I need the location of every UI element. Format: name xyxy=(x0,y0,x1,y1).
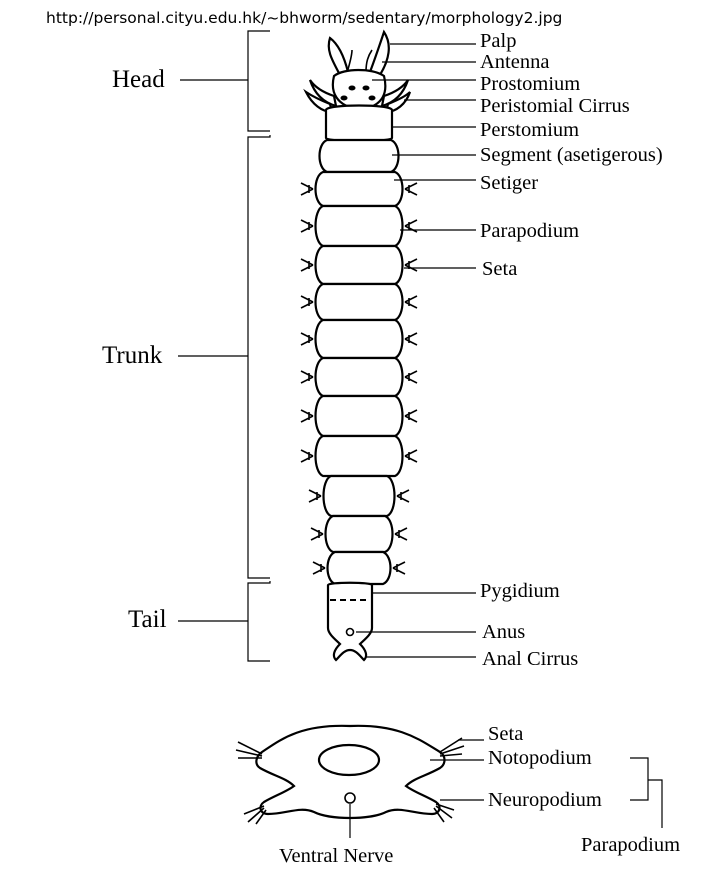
label-prostomium: Prostomium xyxy=(480,73,580,95)
trunk-segment xyxy=(318,138,400,174)
eye xyxy=(340,95,348,101)
trunk-segment xyxy=(314,394,404,438)
label-notopodium: Notopodium xyxy=(488,747,592,769)
setae-tuft-lower-right xyxy=(433,803,455,823)
label-setiger: Setiger xyxy=(480,172,538,194)
parapodium-setae xyxy=(300,449,314,463)
source-url-caption: http://personal.cityu.edu.hk/~bhworm/sed… xyxy=(46,9,562,27)
region-label-head: Head xyxy=(112,66,165,93)
label-peristomial-cirrus: Peristomial Cirrus xyxy=(480,95,630,117)
label-cs-seta: Seta xyxy=(488,723,523,745)
label-cs-parapodium: Parapodium xyxy=(581,834,680,856)
region-label-trunk: Trunk xyxy=(102,342,163,369)
parapodium-setae xyxy=(392,561,406,575)
worm-leader-lines xyxy=(356,43,476,658)
setae-tuft-upper-right xyxy=(439,737,465,757)
parapodium-setae xyxy=(300,409,314,423)
eye xyxy=(348,85,356,91)
region-label-tail: Tail xyxy=(128,606,167,633)
ventral-nerve-circle xyxy=(344,792,356,804)
trunk-segment xyxy=(314,244,404,286)
parapodium-setae xyxy=(300,258,314,272)
parapodium-setae xyxy=(396,489,410,503)
region-brackets xyxy=(178,30,271,662)
label-seta: Seta xyxy=(482,258,517,280)
label-perstomium: Perstomium xyxy=(480,119,579,141)
palp-left xyxy=(327,36,350,77)
parapodium-setae xyxy=(300,370,314,384)
worm-head xyxy=(303,29,412,143)
eye xyxy=(368,95,376,101)
parapodium-setae xyxy=(404,295,418,309)
parapodium-setae xyxy=(310,527,324,541)
label-palp: Palp xyxy=(480,30,516,52)
parapodium-setae xyxy=(300,332,314,346)
parapodium-setae xyxy=(394,527,408,541)
label-ventral-nerve: Ventral Nerve xyxy=(279,845,393,867)
eye xyxy=(362,85,370,91)
parapodium-setae xyxy=(404,182,418,196)
parapodium-setae xyxy=(312,561,326,575)
label-pygidium: Pygidium xyxy=(480,580,560,602)
label-neuropodium: Neuropodium xyxy=(488,789,602,811)
label-antenna: Antenna xyxy=(480,51,549,73)
trunk-segment xyxy=(322,474,396,518)
setae-tuft-upper-left xyxy=(235,741,263,759)
parapodium-setae xyxy=(300,295,314,309)
label-anus: Anus xyxy=(482,621,525,643)
parapodium-setae xyxy=(404,409,418,423)
pygidium-shape xyxy=(326,581,374,662)
label-anal-cirrus: Anal Cirrus xyxy=(482,648,578,670)
label-segment-asetigerous: Segment (asetigerous) xyxy=(480,144,663,166)
trunk-segment xyxy=(314,170,404,208)
setae-tuft-lower-left xyxy=(243,805,267,825)
trunk-segment xyxy=(314,434,404,478)
parapodium-setae xyxy=(300,182,314,196)
anus-opening xyxy=(345,627,355,637)
parapodium-cross-section xyxy=(235,724,663,838)
parapodium-setae xyxy=(404,370,418,384)
parapodium-setae xyxy=(404,449,418,463)
label-parapodium: Parapodium xyxy=(480,220,579,242)
trunk-segment xyxy=(314,282,404,322)
trunk-segment xyxy=(326,550,392,586)
trunk-segment xyxy=(314,356,404,398)
parapodium-setae xyxy=(404,332,418,346)
trunk-segment xyxy=(324,514,394,554)
worm-trunk-segments xyxy=(300,138,418,586)
gut-cavity xyxy=(317,743,381,777)
parapodium-setae xyxy=(404,258,418,272)
worm-labels: Palp Antenna Prostomium Peristomial Cirr… xyxy=(480,30,663,670)
parapodium-setae xyxy=(308,489,322,503)
parapodium-setae xyxy=(300,219,314,233)
parapodium-setae xyxy=(404,219,418,233)
worm-tail xyxy=(326,581,374,662)
palp-right xyxy=(368,29,390,80)
prostomium-shape xyxy=(331,68,387,112)
cross-section-labels: Seta Notopodium Neuropodium Parapodium V… xyxy=(279,723,680,867)
polychaete-worm-drawing xyxy=(300,29,418,662)
peristomium-shape xyxy=(324,104,394,143)
trunk-segment xyxy=(314,318,404,360)
trunk-segment xyxy=(314,204,404,248)
